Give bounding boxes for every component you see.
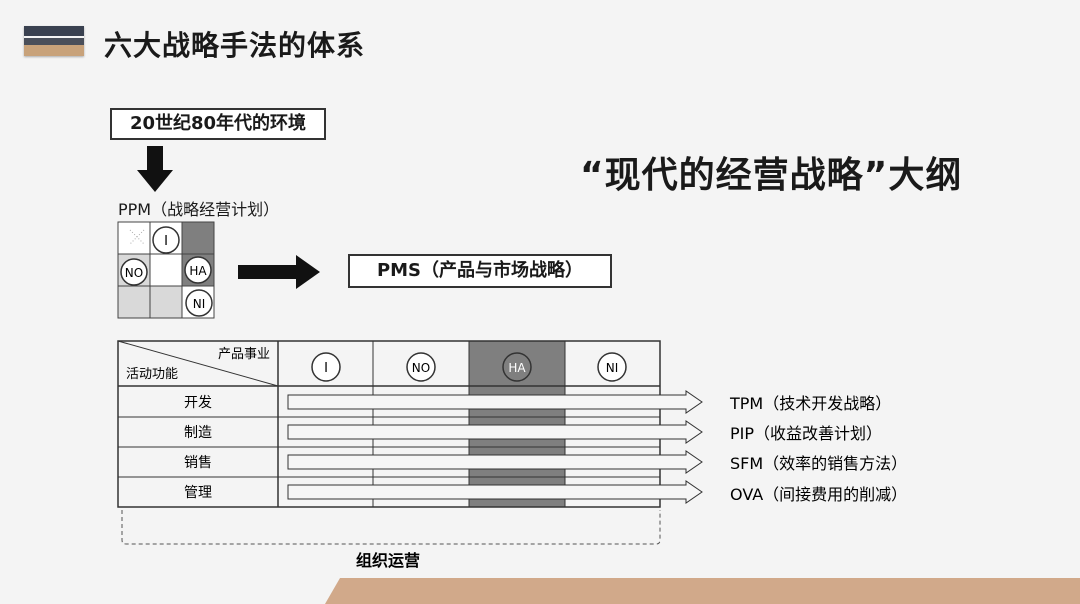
right-arrow-icon xyxy=(238,255,320,289)
column-header-ni: NI xyxy=(597,352,627,382)
matrix-cell-ha: HA xyxy=(184,256,212,284)
table-header-products: 产品事业 xyxy=(218,347,270,362)
column-header-no: NO xyxy=(406,352,436,382)
matrix-cell-no: NO xyxy=(120,258,148,286)
table-header-activities: 活动功能 xyxy=(126,367,178,382)
svg-text:HA: HA xyxy=(508,361,526,375)
org-bracket xyxy=(121,510,661,545)
matrix-cell-ni: NI xyxy=(185,289,213,317)
activity-table: 产品事业 活动功能 I NO HA NI 开发 制造 销售 管理 xyxy=(117,340,703,508)
svg-text:NI: NI xyxy=(193,297,206,311)
row-label-development: 开发 xyxy=(184,395,212,411)
column-header-ha: HA xyxy=(502,352,532,382)
row-arrow-manufacturing xyxy=(287,420,703,444)
outcome-tpm: TPM（技术开发战略） xyxy=(729,394,891,413)
outline-subtitle: “现代的经营战略”大纲 xyxy=(580,155,963,196)
row-arrow-management xyxy=(287,480,703,504)
row-label-sales: 销售 xyxy=(184,455,212,471)
bottom-accent-band xyxy=(316,578,1080,604)
outcome-pip: PIP（收益改善计划） xyxy=(730,424,882,443)
row-arrow-sales xyxy=(287,450,703,474)
matrix-cell-i: I xyxy=(152,226,180,254)
org-operations-label: 组织运营 xyxy=(356,551,420,570)
svg-text:I: I xyxy=(324,361,328,376)
outcome-ova: OVA（间接费用的削减） xyxy=(730,485,907,504)
svg-text:NO: NO xyxy=(125,266,143,280)
svg-text:I: I xyxy=(164,234,168,249)
outcome-sfm: SFM（效率的销售方法） xyxy=(730,454,907,473)
environment-box: 20世纪80年代的环境 xyxy=(110,108,326,140)
pms-box: PMS（产品与市场战略） xyxy=(348,254,612,288)
row-arrow-development xyxy=(287,390,703,414)
svg-text:NI: NI xyxy=(606,361,619,375)
down-arrow-icon xyxy=(137,146,173,192)
svg-text:HA: HA xyxy=(189,264,207,278)
page-title: 六大战略手法的体系 xyxy=(104,29,366,62)
ppm-label: PPM（战略经营计划） xyxy=(118,200,280,219)
row-label-management: 管理 xyxy=(184,485,212,501)
ppm-matrix: I NO HA NI xyxy=(117,221,215,319)
row-label-manufacturing: 制造 xyxy=(184,425,212,441)
svg-text:NO: NO xyxy=(412,361,430,375)
header-decoration-bar xyxy=(24,26,84,56)
column-header-i: I xyxy=(311,352,341,382)
